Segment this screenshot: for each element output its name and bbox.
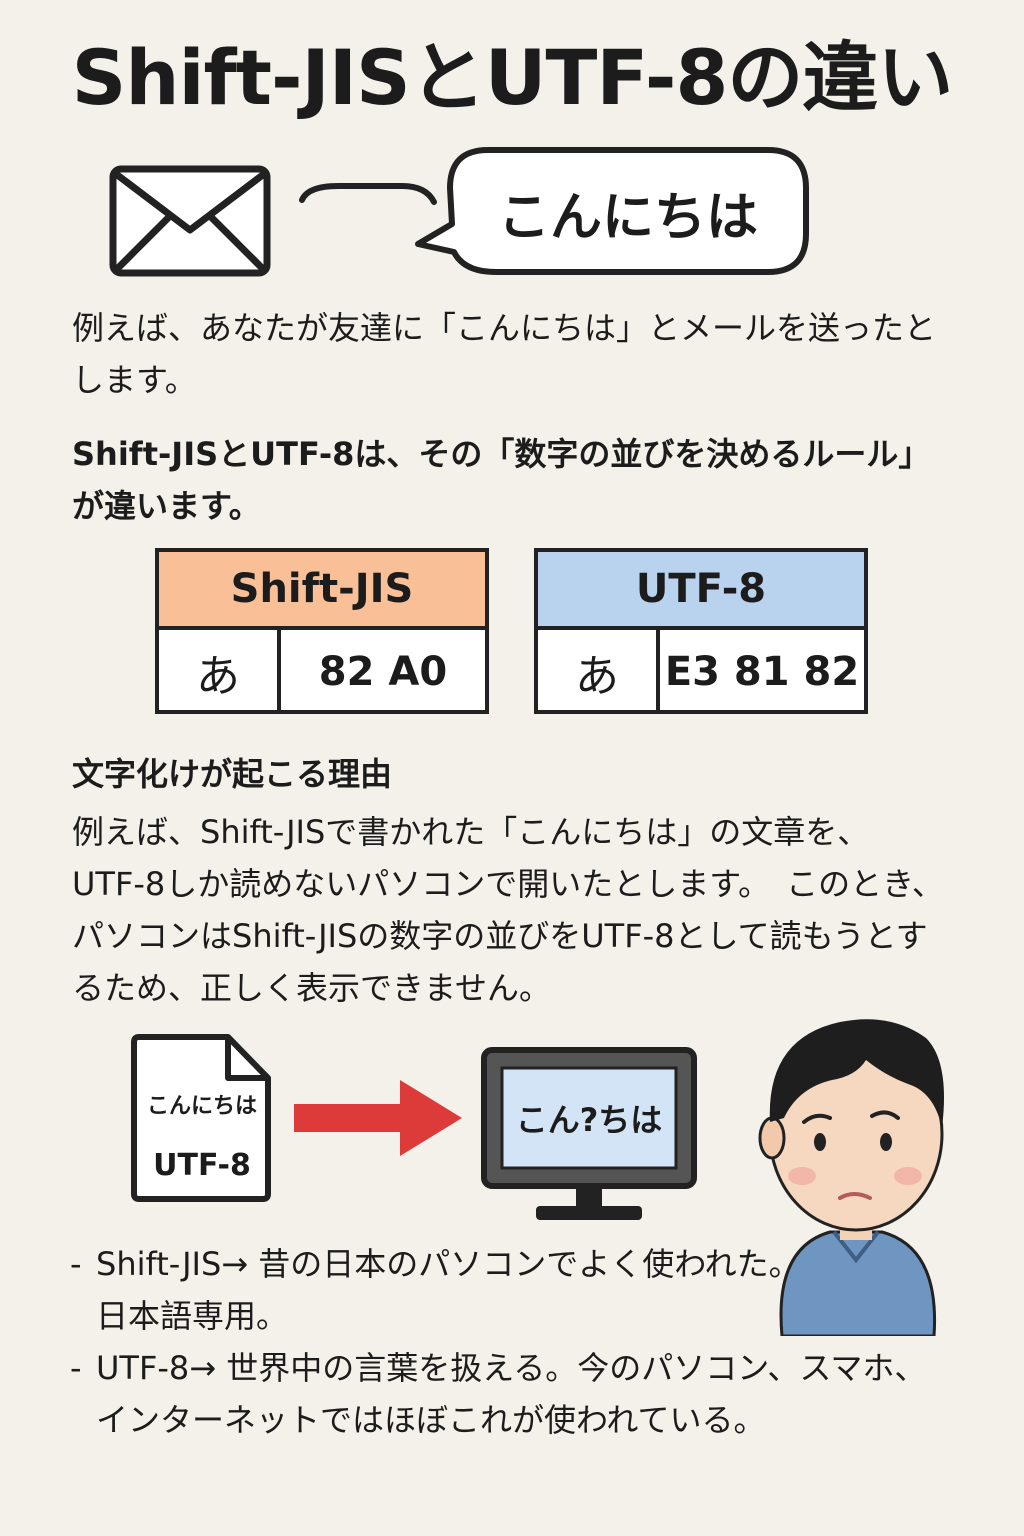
utf8-code: E3 81 82 (664, 649, 860, 695)
file-icon (131, 1034, 271, 1202)
mail-icon (109, 165, 271, 277)
speech-bubble-icon (415, 147, 809, 275)
file-encoding-label: UTF-8 (153, 1148, 251, 1183)
utf8-header: UTF-8 (538, 552, 864, 630)
bullet-line: Shift-JIS→ 昔の日本のパソコンでよく使われた。 (96, 1245, 801, 1283)
bullet-shift-jis: -Shift-JIS→ 昔の日本のパソコンでよく使われた。 日本語専用。 (70, 1238, 950, 1342)
bullet-dash: - (70, 1349, 82, 1387)
intro-paragraph: 例えば、あなたが友達に「こんにちは」とメールを送ったと します。 (72, 302, 972, 406)
utf8-row: あ E3 81 82 (538, 630, 864, 714)
reason-line: るため、正しく表示できません。 (72, 969, 552, 1007)
monitor-icon (481, 1047, 697, 1220)
rule-line: Shift-JISとUTF-8は、その「数字の並びを決めるルール」 (72, 435, 931, 473)
bullet-line: UTF-8→ 世界中の言葉を扱える。今のパソコン、スマホ、 (96, 1349, 927, 1387)
rule-line: が違います。 (72, 487, 261, 525)
shift-jis-code: 82 A0 (318, 649, 448, 695)
connector-line-icon (299, 183, 437, 205)
reason-line: 例えば、Shift-JISで書かれた「こんにちは」の文章を、 (72, 813, 870, 851)
reason-line: UTF-8しか読めないパソコンで開いたとします。 このとき、 (72, 865, 944, 903)
bullet-line: インターネットではほぼこれが使われている。 (96, 1401, 766, 1439)
reason-line: パソコンはShift-JISの数字の並びをUTF-8として読もうとす (72, 917, 928, 955)
utf8-char: あ (538, 630, 660, 714)
speech-bubble-text: こんにちは (497, 187, 758, 248)
shift-jis-row: あ 82 A0 (159, 630, 485, 714)
shift-jis-table: Shift-JIS あ 82 A0 (155, 548, 489, 714)
rule-statement: Shift-JISとUTF-8は、その「数字の並びを決めるルール」 が違います。 (72, 428, 1012, 532)
reason-paragraph: 例えば、Shift-JISで書かれた「こんにちは」の文章を、 UTF-8しか読め… (72, 806, 1002, 1014)
page-title: Shift-JISとUTF-8の違い (71, 33, 954, 122)
bullet-line: 日本語専用。 (96, 1297, 289, 1335)
file-content-text: こんにちは (146, 1094, 257, 1119)
reason-heading: 文字化けが起こる理由 (72, 755, 393, 793)
intro-line: 例えば、あなたが友達に「こんにちは」とメールを送ったと (72, 309, 937, 347)
shift-jis-char: あ (159, 630, 281, 714)
bullet-dash: - (70, 1245, 82, 1283)
garbled-screen-text: こん?ちは (515, 1101, 663, 1139)
confused-person-illustration (758, 1019, 944, 1336)
intro-line: します。 (72, 361, 197, 399)
bullet-utf8: -UTF-8→ 世界中の言葉を扱える。今のパソコン、スマホ、 インターネットでは… (70, 1342, 950, 1446)
utf8-table: UTF-8 あ E3 81 82 (534, 548, 868, 714)
arrow-right-icon (294, 1080, 462, 1156)
shift-jis-header: Shift-JIS (159, 552, 485, 630)
